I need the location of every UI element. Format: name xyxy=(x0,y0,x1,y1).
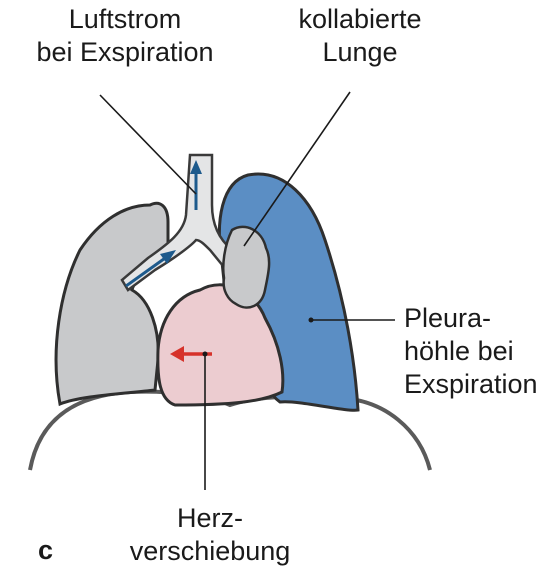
pleura-label-line2: höhle bei xyxy=(404,335,554,368)
airflow-label-line2: bei Exspiration xyxy=(30,36,220,69)
collapsed-lung-label: kollabierte Lunge xyxy=(280,3,440,69)
heart-shift-label: Herz- verschiebung xyxy=(110,502,310,568)
panel-letter: c xyxy=(38,535,53,566)
pleura-label: Pleura- höhle bei Exspiration xyxy=(404,302,554,401)
collapsed-lung-label-line2: Lunge xyxy=(280,36,440,69)
collapsed-lung-label-line1: kollabierte xyxy=(280,3,440,36)
heart-shift-label-line2: verschiebung xyxy=(110,535,310,568)
pleura-leader-dot xyxy=(309,318,314,323)
airflow-label: Luftstrom bei Exspiration xyxy=(30,3,220,69)
pleura-label-line3: Exspiration xyxy=(404,368,554,401)
heart-leader-dot xyxy=(203,352,208,357)
collapsed-lung xyxy=(223,227,269,308)
heart-shift-label-line1: Herz- xyxy=(110,502,310,535)
right-lung xyxy=(56,203,168,404)
pleura-label-line1: Pleura- xyxy=(404,302,554,335)
airflow-label-line1: Luftstrom xyxy=(30,3,220,36)
airflow-leader-line xyxy=(100,95,196,194)
